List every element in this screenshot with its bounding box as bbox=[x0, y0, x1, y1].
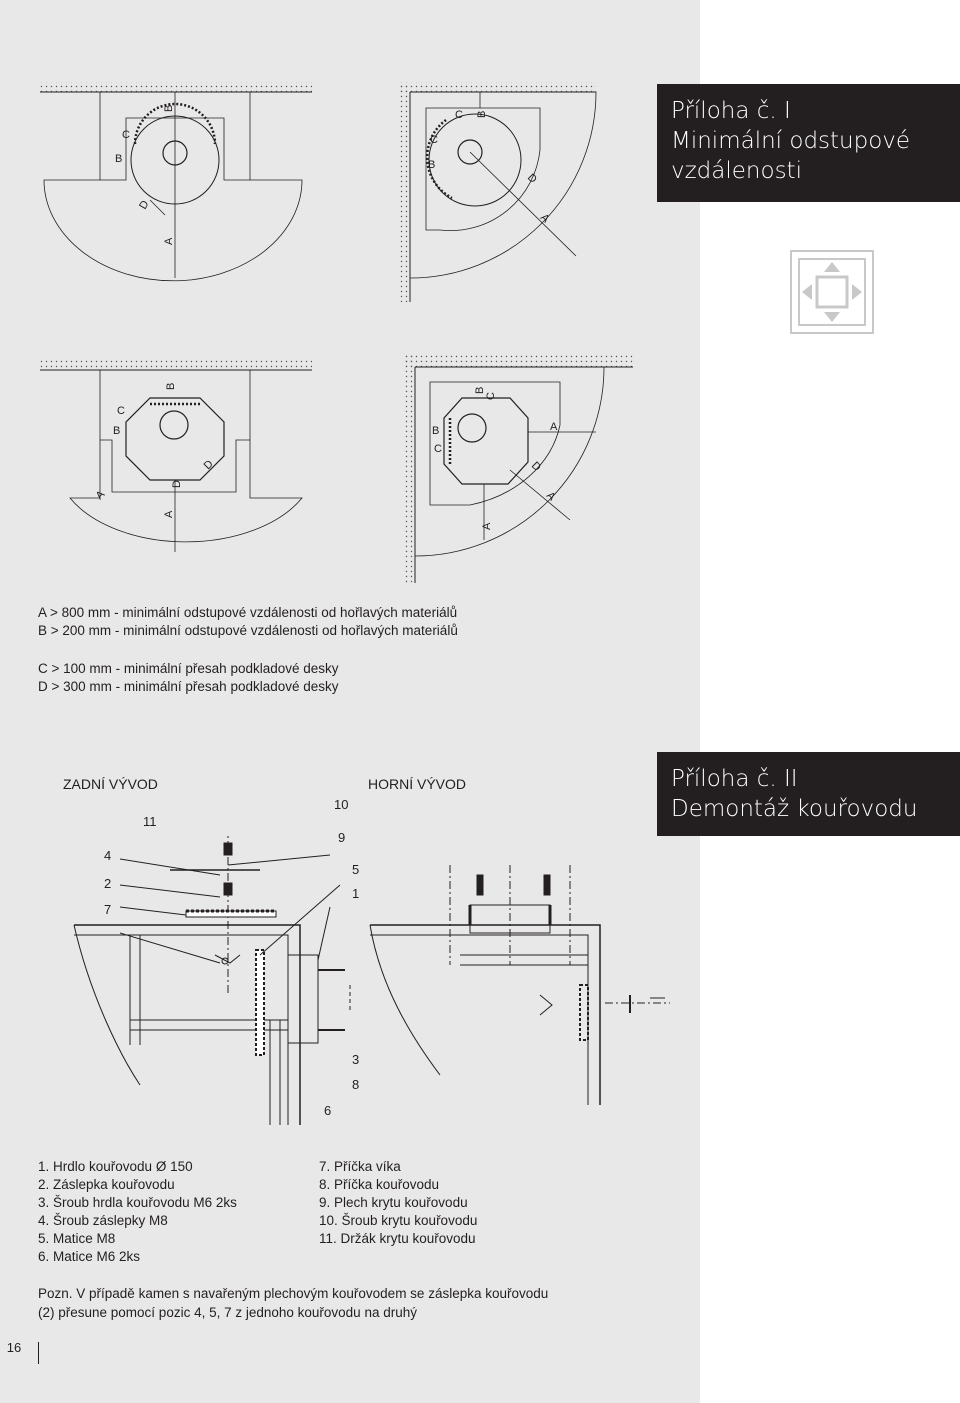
label-b: B bbox=[163, 105, 175, 112]
callout-1: 1 bbox=[352, 886, 360, 901]
callout-6: 6 bbox=[324, 1103, 332, 1118]
part-item: 6. Matice M6 2ks bbox=[38, 1249, 141, 1264]
appendix-1-title-line2: Minimální odstupové bbox=[671, 128, 911, 154]
part-item: 3. Šroub hrdla kouřovodu M6 2ks bbox=[38, 1195, 237, 1210]
note-line1: Pozn. V případě kamen s navařeným plecho… bbox=[38, 1286, 549, 1301]
label-b: B bbox=[432, 425, 439, 437]
label-b: B bbox=[165, 383, 177, 390]
label-d: D bbox=[137, 199, 151, 212]
content-panel bbox=[0, 0, 700, 1403]
page-number-divider bbox=[38, 1342, 39, 1364]
part-item: 2. Záslepka kouřovodu bbox=[38, 1177, 175, 1192]
appendix-1-title-line3: vzdálenosti bbox=[671, 158, 802, 184]
label-b: B bbox=[474, 387, 486, 394]
label-b: B bbox=[115, 153, 122, 165]
move-arrows-icon bbox=[790, 250, 874, 334]
part-item: 5. Matice M8 bbox=[38, 1231, 116, 1246]
label-a: A bbox=[538, 212, 552, 226]
label-a: A bbox=[544, 490, 558, 504]
label-c: C bbox=[434, 443, 442, 455]
distance-d: D > 300 mm - minimální přesah podkladové… bbox=[38, 679, 339, 694]
callout-5: 5 bbox=[352, 862, 360, 877]
label-b: B bbox=[476, 111, 488, 118]
part-item: 11. Držák krytu kouřovodu bbox=[319, 1231, 476, 1246]
label-c: C bbox=[485, 392, 497, 400]
callout-4: 4 bbox=[104, 848, 112, 863]
label-a: A bbox=[163, 510, 175, 518]
distance-c: C > 100 mm - minimální přesah podkladové… bbox=[38, 661, 339, 676]
label-d: D bbox=[529, 460, 543, 474]
part-item: 1. Hrdlo kouřovodu Ø 150 bbox=[38, 1159, 193, 1174]
label-c: C bbox=[117, 405, 125, 417]
distance-legend-group2: C > 100 mm - minimální přesah podkladové… bbox=[38, 660, 339, 696]
callout-7: 7 bbox=[104, 902, 112, 917]
callout-2: 2 bbox=[104, 876, 112, 891]
parts-list-left: 1. Hrdlo kouřovodu Ø 150 2. Záslepka kou… bbox=[38, 1158, 237, 1266]
part-item: 10. Šroub krytu kouřovodu bbox=[319, 1213, 478, 1228]
distance-b: B > 200 mm - minimální odstupové vzdálen… bbox=[38, 623, 458, 638]
page-number: 16 bbox=[6, 1340, 22, 1355]
part-item: 4. Šroub záslepky M8 bbox=[38, 1213, 168, 1228]
part-item: 9. Plech krytu kouřovodu bbox=[319, 1195, 468, 1210]
label-a: A bbox=[94, 488, 108, 502]
label-c: C bbox=[430, 134, 438, 146]
clearance-diagrams: C B B D A C B C B D A C B B D D A A bbox=[40, 82, 633, 583]
diagram-corner-octagonal bbox=[403, 355, 633, 583]
label-b: B bbox=[428, 159, 435, 171]
label-d: D bbox=[525, 172, 539, 186]
note: Pozn. V případě kamen s navařeným plecho… bbox=[38, 1284, 548, 1322]
appendix-1-title-line1: Příloha č. I bbox=[671, 98, 791, 124]
label-a: A bbox=[163, 237, 175, 245]
callout-8: 8 bbox=[352, 1077, 360, 1092]
part-item: 7. Příčka víka bbox=[319, 1159, 401, 1174]
flue-disassembly-drawing bbox=[73, 835, 670, 1125]
callout-9: 9 bbox=[338, 830, 346, 845]
appendix-2-title-line2: Demontáž kouřovodu bbox=[671, 796, 918, 822]
label-c: C bbox=[122, 129, 130, 141]
top-outlet-label: HORNÍ VÝVOD bbox=[368, 776, 467, 792]
distance-legend-group1: A > 800 mm - minimální odstupové vzdálen… bbox=[38, 604, 458, 640]
note-line2: (2) přesune pomocí pozic 4, 5, 7 z jedno… bbox=[38, 1305, 417, 1320]
label-d: D bbox=[202, 458, 216, 472]
diagram-corner-round bbox=[400, 82, 597, 302]
callout-3: 3 bbox=[352, 1052, 360, 1067]
appendix-2-title-line1: Příloha č. II bbox=[671, 766, 798, 792]
appendix-2-title: Příloha č. II Demontáž kouřovodu bbox=[657, 752, 960, 836]
appendix-1-title: Příloha č. I Minimální odstupové vzdálen… bbox=[657, 84, 960, 202]
diagram-rear-wall-round bbox=[40, 82, 312, 282]
label-a: A bbox=[550, 421, 558, 433]
rear-outlet-label: ZADNÍ VÝVOD bbox=[63, 776, 158, 792]
parts-list-right: 7. Příčka víka 8. Příčka kouřovodu 9. Pl… bbox=[319, 1158, 477, 1248]
diagram-rear-wall-octagonal bbox=[40, 358, 312, 552]
label-c: C bbox=[455, 109, 463, 121]
callout-11: 11 bbox=[143, 814, 157, 829]
label-b: B bbox=[113, 425, 120, 437]
distance-a: A > 800 mm - minimální odstupové vzdálen… bbox=[38, 605, 458, 620]
label-a: A bbox=[481, 522, 493, 530]
callout-10: 10 bbox=[334, 797, 349, 812]
part-item: 8. Příčka kouřovodu bbox=[319, 1177, 440, 1192]
label-d: D bbox=[171, 480, 183, 488]
